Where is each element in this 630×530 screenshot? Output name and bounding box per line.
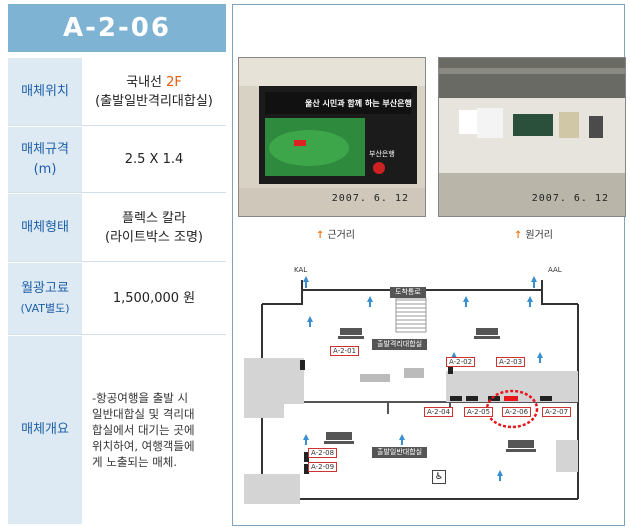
type-line2: (라이트박스 조명) (105, 229, 203, 245)
location-value: 국내선 2F (출발일반격리대합실) (82, 58, 226, 125)
overview-line: 위치하여, 여행객들에 (92, 439, 195, 453)
type-label: 매체형태 (8, 194, 82, 261)
price-label-main: 월광고료 (21, 280, 69, 296)
code-a-2-06: A-2-06 (502, 407, 532, 417)
arrival-road-label: 도착통로 (390, 287, 426, 298)
svg-text:부산은행: 부산은행 (369, 149, 395, 158)
price-label: 월광고료 (VAT별도) (8, 263, 82, 334)
overview-line: 합실에서 대기는 곳에 (92, 423, 195, 437)
price-value: 1,500,000 원 (82, 263, 226, 334)
size-label: 매체규격 (m) (8, 127, 82, 192)
far-photo-image (439, 58, 625, 216)
code-a-2-02: A-2-02 (446, 357, 476, 367)
size-value: 2.5 X 1.4 (82, 127, 226, 192)
price-row: 월광고료 (VAT별도) 1,500,000 원 (8, 263, 226, 335)
far-photo-date: 2007. 6. 12 (531, 193, 609, 204)
overview-line: 게 노출되는 매체. (92, 455, 178, 469)
code-a-2-07: A-2-07 (542, 407, 572, 417)
type-line1: 플렉스 칼라 (122, 210, 186, 226)
up-arrow-icon: ↑ (316, 230, 325, 241)
departure-isolation-label: 출발격리대합실 (372, 339, 428, 350)
overview-label: 매체개요 (8, 336, 82, 524)
media-code-title: A-2-06 (8, 4, 226, 52)
restroom-icon: ♿ (432, 470, 446, 484)
kal-label: KAL (294, 266, 308, 274)
info-panel: A-2-06 매체위치 국내선 2F (출발일반격리대합실) 매체규격 (m) … (8, 4, 226, 524)
aal-label: AAL (548, 266, 562, 274)
near-photo-image: 부산은행 (239, 58, 425, 216)
far-caption: ↑원거리 (514, 226, 553, 241)
type-row: 매체형태 플렉스 칼라 (라이트박스 조명) (8, 194, 226, 262)
code-a-2-03: A-2-03 (496, 357, 526, 367)
near-caption-text: 근거리 (327, 230, 355, 241)
location-line2: (출발일반격리대합실) (95, 93, 213, 109)
floor-map: KAL AAL 도착통로 출발격리대합실 출발일반대합실 A-2-01 A-2-… (240, 264, 618, 519)
near-photo-date: 2007. 6. 12 (331, 193, 409, 204)
floor-map-drawing (244, 276, 579, 504)
billboard-slogan: 울산 시민과 함께 하는 부산은행 (305, 99, 412, 108)
code-a-2-08: A-2-08 (308, 448, 338, 458)
far-caption-text: 원거리 (525, 230, 553, 241)
code-a-2-05: A-2-05 (464, 407, 494, 417)
far-photo: 2007. 6. 12 (438, 57, 626, 217)
location-row: 매체위치 국내선 2F (출발일반격리대합실) (8, 58, 226, 126)
overview-value: -항공여행을 출발 시 일반대합실 및 격리대 합실에서 대기는 곳에 위치하여… (82, 336, 226, 524)
size-label-unit: (m) (33, 161, 57, 177)
location-line1: 국내선 (126, 74, 162, 90)
near-caption: ↑근거리 (316, 226, 355, 241)
size-label-main: 매체규격 (21, 141, 69, 157)
code-a-2-01: A-2-01 (330, 346, 360, 356)
location-floor: 2F (166, 74, 182, 90)
code-a-2-04: A-2-04 (424, 407, 454, 417)
overview-line: 일반대합실 및 격리대 (92, 407, 195, 421)
price-label-vat: (VAT별도) (20, 301, 70, 315)
up-arrow-icon: ↑ (514, 230, 523, 241)
overview-line: -항공여행을 출발 시 (92, 391, 189, 405)
departure-general-label: 출발일반대합실 (372, 447, 428, 458)
near-photo: 부산은행 울산 시민과 함께 하는 부산은행 2007. 6. 12 (238, 57, 426, 217)
code-a-2-09: A-2-09 (308, 462, 338, 472)
overview-row: 매체개요 -항공여행을 출발 시 일반대합실 및 격리대 합실에서 대기는 곳에… (8, 336, 226, 524)
location-label: 매체위치 (8, 58, 82, 125)
type-value: 플렉스 칼라 (라이트박스 조명) (82, 194, 226, 261)
size-row: 매체규격 (m) 2.5 X 1.4 (8, 127, 226, 193)
